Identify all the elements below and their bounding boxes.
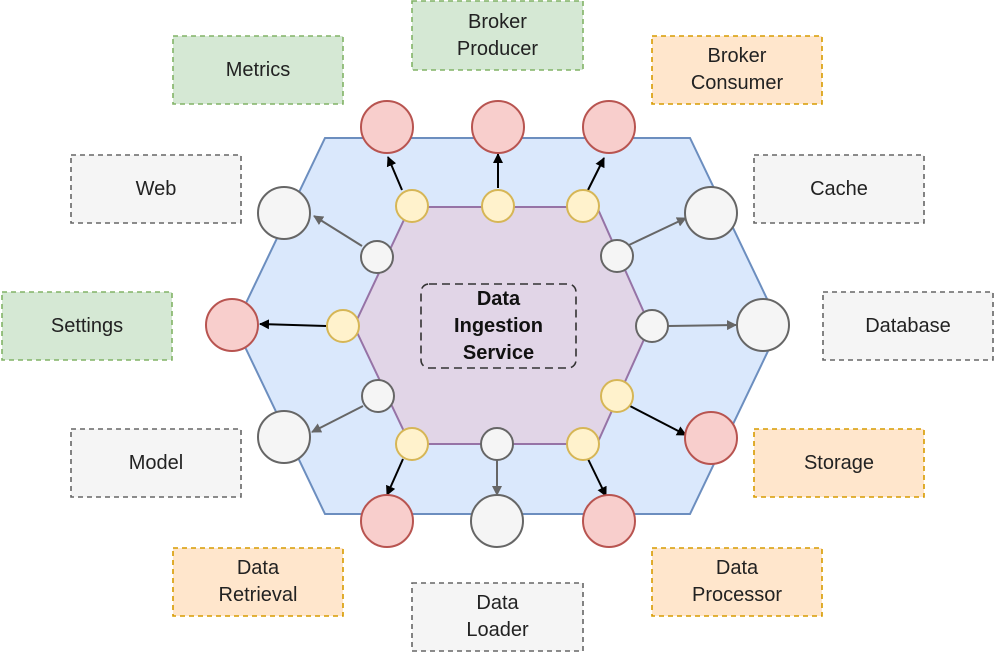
box-broker-consumer [651, 35, 823, 105]
adapter-data-processor [582, 494, 636, 548]
adapter-database [736, 298, 790, 352]
adapter-settings [205, 298, 259, 352]
label-data-loader: Data Loader [466, 592, 529, 641]
box-metrics [172, 35, 344, 105]
center-box [420, 283, 577, 369]
ports [326, 189, 669, 461]
center-label: Data Ingestion Service [454, 287, 543, 364]
adapter-web [257, 186, 311, 240]
label-storage: Storage [803, 451, 875, 474]
adapter-broker-consumer [582, 100, 636, 154]
adapter-model [257, 410, 311, 464]
box-data-processor [651, 547, 823, 617]
arrow-to-adapter-top-left [386, 156, 403, 191]
adapter-broker-producer [471, 100, 525, 154]
port-upper-right [600, 239, 634, 273]
box-data-loader [411, 582, 584, 652]
label-data-retrieval: Data Retrieval [218, 557, 298, 606]
arrow-to-adapter-storage [629, 405, 687, 436]
label-metrics: Metrics [225, 58, 291, 81]
port-upper-left [360, 240, 394, 274]
arrow-to-adapter-bottom-right [587, 458, 607, 497]
box-settings [1, 291, 173, 361]
box-broker-producer [411, 0, 584, 71]
box-storage [753, 428, 925, 498]
adapter-data-loader [470, 494, 524, 548]
port-top-right [566, 189, 600, 223]
arrow-to-adapter-database [667, 320, 737, 331]
label-broker-consumer: Broker Consumer [690, 45, 784, 94]
port-bottom-right [566, 427, 600, 461]
box-model [70, 428, 242, 498]
label-model: Model [128, 451, 184, 474]
label-web: Web [135, 177, 177, 200]
port-lower-left [361, 379, 395, 413]
arrow-to-adapter-web [313, 215, 363, 247]
adapter-storage [684, 411, 738, 465]
box-database [822, 291, 994, 361]
arrow-to-adapter-top-right [587, 157, 605, 191]
port-right [635, 309, 669, 343]
port-bottom [480, 427, 514, 461]
port-top-left [395, 189, 429, 223]
label-broker-producer: Broker Producer [456, 10, 539, 60]
port-top [481, 189, 515, 223]
port-lower-right [600, 379, 634, 413]
box-web [70, 154, 242, 224]
label-database: Database [865, 314, 951, 337]
connectors [259, 153, 737, 497]
adapter-data-retrieval [360, 494, 414, 548]
box-data-retrieval [172, 547, 344, 617]
arrow-to-adapter-bottom-left [386, 458, 404, 496]
arrow-to-adapter-model [311, 405, 364, 433]
label-settings: Settings [50, 314, 124, 337]
arrow-to-adapter-settings [259, 319, 327, 330]
port-bottom-left [395, 427, 429, 461]
label-data-processor: Data Processor [691, 557, 783, 606]
port-left [326, 309, 360, 343]
arrow-to-adapter-cache [628, 217, 687, 246]
box-cache [753, 154, 925, 224]
adapter-cache [684, 186, 738, 240]
label-cache: Cache [810, 177, 868, 200]
adapters [205, 100, 790, 548]
adapter-broker-metrics [360, 100, 414, 154]
